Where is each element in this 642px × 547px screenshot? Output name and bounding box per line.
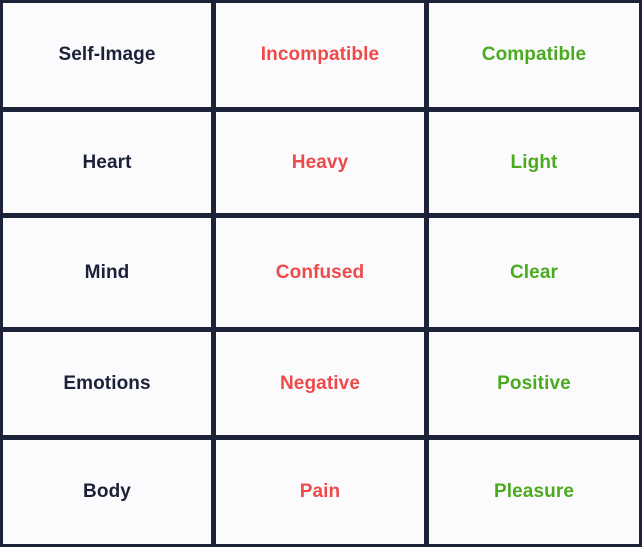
positive-state-self-image: Compatible (429, 3, 639, 107)
row-label-heart: Heart (3, 112, 211, 213)
positive-state-mind: Clear (429, 218, 639, 327)
positive-state-emotions: Positive (429, 332, 639, 435)
negative-state-body: Pain (216, 440, 424, 544)
row-label-self-image: Self-Image (3, 3, 211, 107)
negative-state-mind: Confused (216, 218, 424, 327)
positive-state-body: Pleasure (429, 440, 639, 544)
negative-state-heart: Heavy (216, 112, 424, 213)
negative-state-self-image: Incompatible (216, 3, 424, 107)
row-label-emotions: Emotions (3, 332, 211, 435)
negative-state-emotions: Negative (216, 332, 424, 435)
row-label-body: Body (3, 440, 211, 544)
row-label-mind: Mind (3, 218, 211, 327)
positive-state-heart: Light (429, 112, 639, 213)
